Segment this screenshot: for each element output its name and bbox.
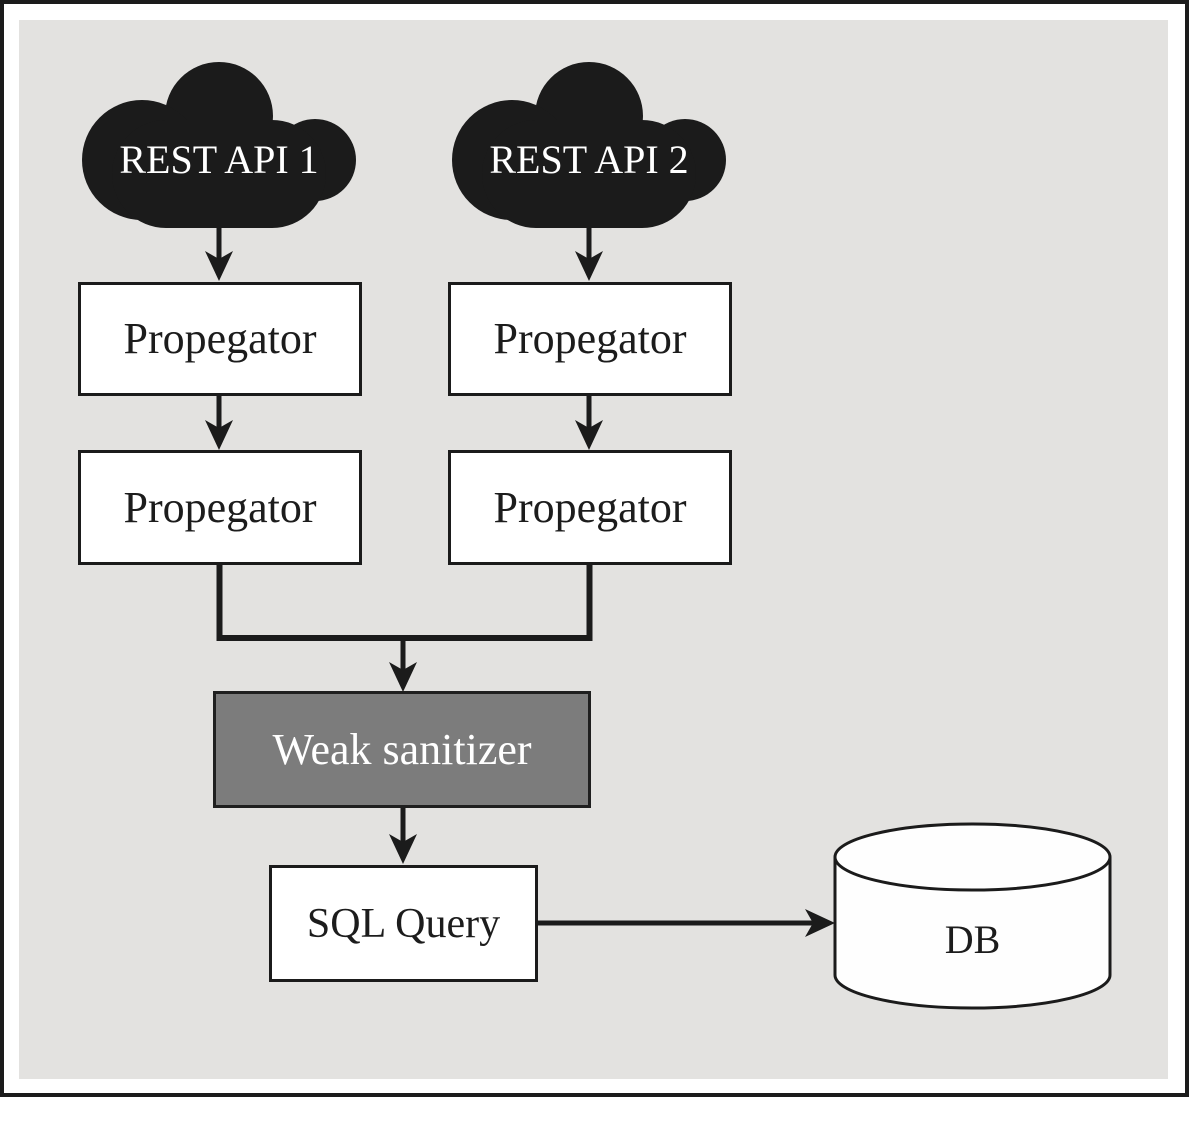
weak-sanitizer-box: Weak sanitizer [213,691,591,808]
propagator-box-2: Propegator [448,282,732,396]
rest-api-1-cloud-icon [82,62,356,228]
propagator-box-4: Propegator [448,450,732,565]
cloud2-label: REST API 2 [489,137,689,182]
arrow-sql-query-to-db [536,909,835,937]
sql-query-box: SQL Query [269,865,538,982]
propagator-box-3: Propegator [78,450,362,565]
db-label: DB [944,917,1001,962]
figure-border [0,0,1189,1097]
merge-connector [216,562,593,641]
rest-api-2-cloud-icon [452,62,726,228]
arrow-cloud1-to-propagator1 [205,222,233,281]
cloud1-label: REST API 1 [119,137,319,182]
database-cylinder-icon [833,822,1112,1010]
propagator-box-1: Propegator [78,282,362,396]
arrow-propagator1-to-propagator3 [205,394,233,450]
arrow-merge-to-sanitizer [389,636,417,692]
arrow-cloud2-to-propagator2 [575,222,603,281]
arrow-propagator2-to-propagator4 [575,394,603,450]
arrow-sanitizer-to-sql-query [389,807,417,864]
